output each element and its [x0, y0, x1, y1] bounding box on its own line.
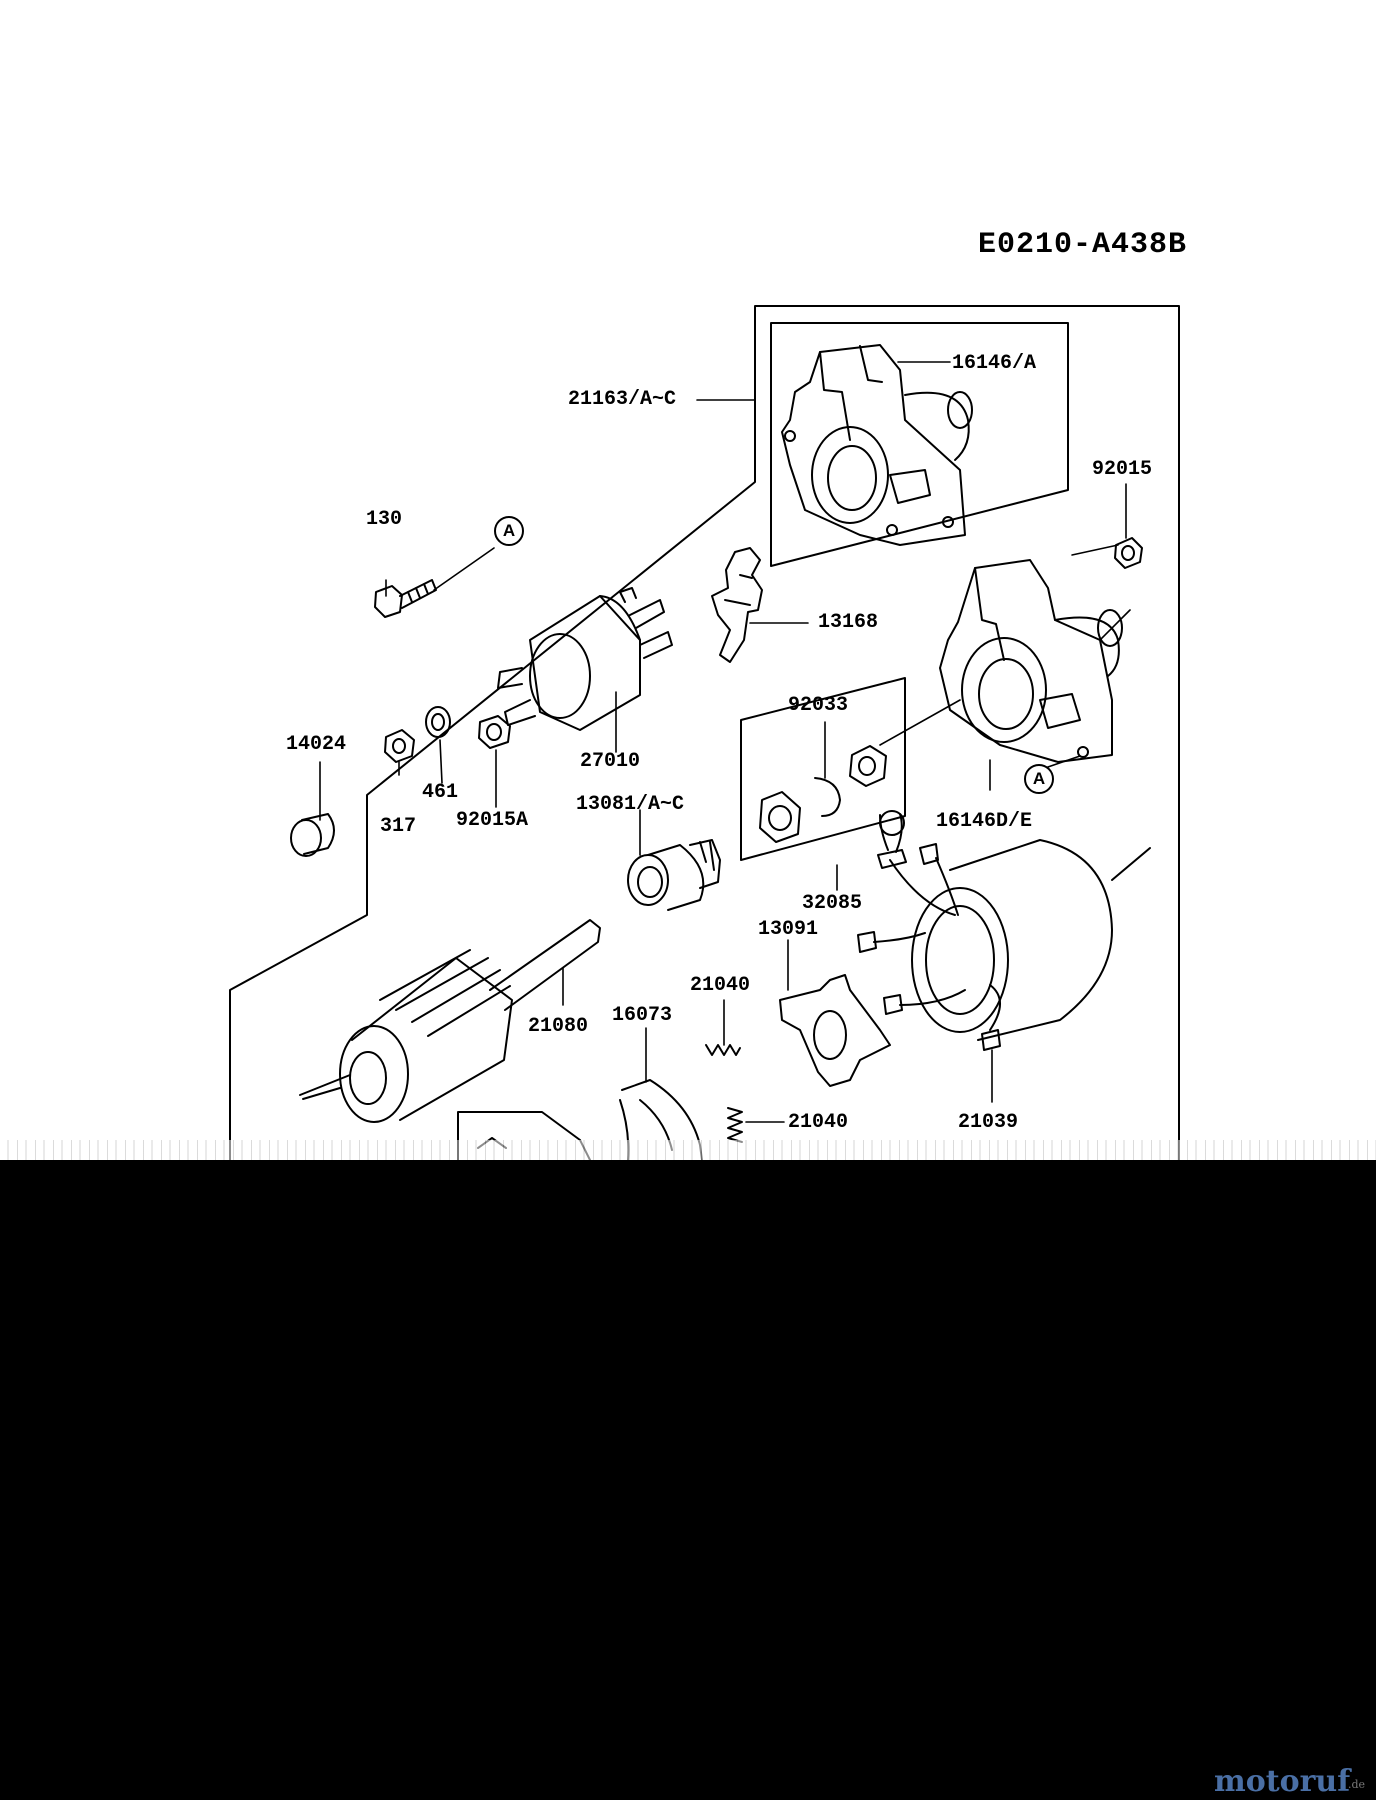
part-label-92015a: 92015A	[456, 809, 529, 832]
yoke-21039-drawing	[857, 810, 1151, 1051]
spring-21040-lower-drawing	[727, 1107, 743, 1143]
housing-16146de-drawing	[939, 559, 1123, 763]
parts-diagram: E0210-A438B 21163/A~C 16146/A 92015 130 …	[0, 0, 1376, 1160]
part-label-14024: 14024	[286, 733, 347, 756]
part-label-92015: 92015	[1092, 458, 1153, 481]
nut-92015a-drawing	[478, 715, 511, 749]
solenoid-27010-drawing	[497, 587, 673, 731]
part-label-21039: 21039	[958, 1111, 1019, 1134]
pinion-13081-drawing	[627, 839, 721, 911]
part-label-13081: 13081/A~C	[576, 793, 685, 816]
armature-21080-drawing	[299, 919, 601, 1123]
part-label-92033: 92033	[788, 694, 849, 717]
part-label-16146de: 16146D/E	[936, 810, 1033, 833]
watermark-logo: motoruf	[1214, 1764, 1351, 1799]
exploded-view-drawing	[229, 305, 1180, 1160]
part-label-130: 130	[366, 508, 403, 531]
part-label-21080: 21080	[528, 1015, 589, 1038]
housing-detail-box	[770, 322, 1069, 567]
reference-marker-a-bolt: A	[494, 516, 524, 546]
part-label-16146a: 16146/A	[952, 352, 1037, 375]
part-label-27010: 27010	[580, 750, 641, 773]
nut-92015-drawing	[1114, 537, 1143, 569]
reference-marker-a-housing: A	[1024, 764, 1054, 794]
assembly-bracket	[229, 305, 1180, 1160]
part-label-317: 317	[380, 815, 417, 838]
part-label-461: 461	[422, 781, 459, 804]
part-label-21040-upper: 21040	[690, 974, 751, 997]
scan-noise-band	[0, 1140, 1376, 1160]
brush-holder-13091-drawing	[779, 974, 891, 1087]
part-label-16073: 16073	[612, 1004, 673, 1027]
bolt-130-drawing	[374, 579, 437, 618]
part-label-13168: 13168	[818, 611, 879, 634]
spring-21040-upper-drawing	[705, 1044, 741, 1056]
diagram-code: E0210-A438B	[978, 228, 1188, 262]
part-label-32085: 32085	[802, 892, 863, 915]
lever-13168-drawing	[711, 547, 763, 663]
seal-kit-parts-drawing	[759, 745, 887, 843]
part-label-13091: 13091	[758, 918, 819, 941]
part-label-21040-lower: 21040	[788, 1111, 849, 1134]
part-label-21163: 21163/A~C	[568, 388, 677, 411]
leader-lines	[319, 361, 1131, 1123]
washer-461-drawing	[425, 706, 451, 738]
housing-16146a-drawing	[781, 344, 973, 546]
watermark-suffix: .de	[1348, 1778, 1366, 1791]
nut-317-drawing	[384, 729, 415, 763]
seal-kit-box	[740, 677, 906, 861]
cap-14024-drawing	[290, 813, 335, 857]
